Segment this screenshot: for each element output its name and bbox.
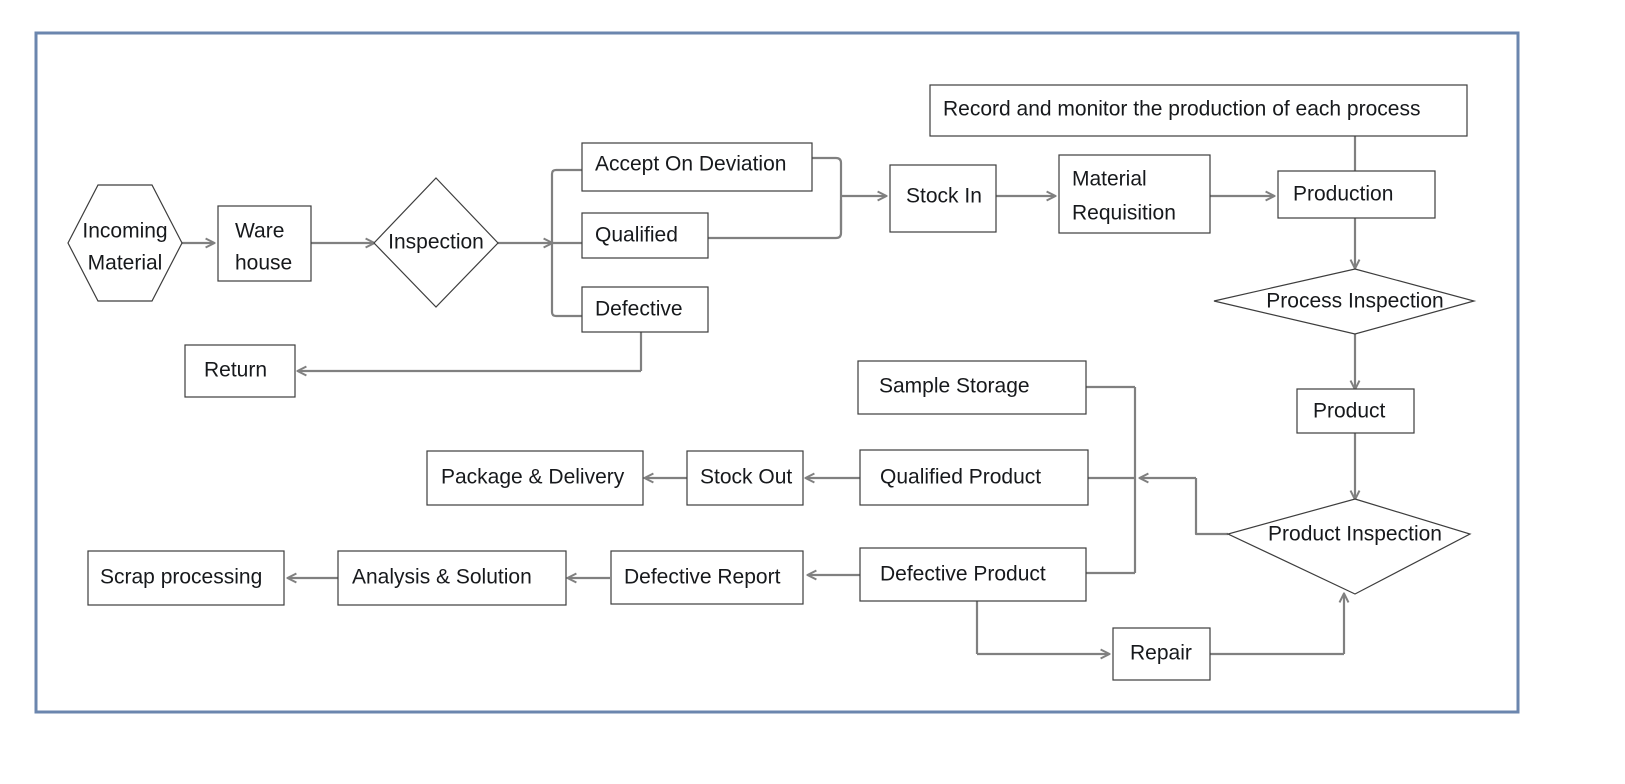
- diagram-frame: [34, 31, 1520, 714]
- node-analysis-solution[interactable]: Analysis & Solution: [337, 550, 567, 606]
- node-repair-label: Repair: [1130, 642, 1192, 665]
- node-defective-label: Defective: [595, 298, 683, 321]
- node-defective-report-label: Defective Report: [624, 566, 781, 589]
- node-material-requisition-label-line1: Material: [1072, 168, 1147, 191]
- node-ware-house[interactable]: Ware house: [217, 205, 312, 282]
- node-production[interactable]: Production: [1277, 170, 1436, 219]
- node-production-label: Production: [1293, 183, 1393, 206]
- node-accept-on-deviation-label: Accept On Deviation: [595, 153, 786, 176]
- node-analysis-solution-label: Analysis & Solution: [352, 566, 532, 589]
- edge-qualified-to-merge-bus: [708, 200, 843, 240]
- node-sample-storage-label: Sample Storage: [879, 375, 1030, 398]
- node-product[interactable]: Product: [1296, 388, 1415, 434]
- node-defective-product[interactable]: Defective Product: [859, 547, 1087, 602]
- node-scrap-processing[interactable]: Scrap processing: [87, 550, 285, 606]
- node-inspection-label: Inspection: [388, 231, 484, 254]
- node-qualified-label: Qualified: [595, 224, 678, 247]
- node-process-inspection-label: Process Inspection: [1266, 290, 1443, 313]
- node-package-delivery-label: Package & Delivery: [441, 466, 625, 489]
- node-return[interactable]: Return: [184, 344, 296, 398]
- node-stock-in[interactable]: Stock In: [889, 164, 997, 233]
- node-stock-out[interactable]: Stock Out: [686, 450, 804, 506]
- node-material-requisition[interactable]: Material Requisition: [1058, 154, 1211, 234]
- node-qualified[interactable]: Qualified: [581, 212, 709, 259]
- edge-product-inspection-to-bus: [1194, 478, 1228, 536]
- node-record-monitor-label: Record and monitor the production of eac…: [943, 98, 1420, 121]
- node-process-inspection[interactable]: Process Inspection: [1213, 268, 1477, 335]
- node-product-label: Product: [1313, 400, 1386, 423]
- node-inspection[interactable]: Inspection: [373, 177, 499, 308]
- node-qualified-product-label: Qualified Product: [880, 466, 1041, 489]
- node-package-delivery[interactable]: Package & Delivery: [426, 450, 644, 506]
- node-stock-in-label: Stock In: [906, 185, 982, 208]
- node-sample-storage[interactable]: Sample Storage: [857, 360, 1087, 415]
- node-return-label: Return: [204, 359, 267, 382]
- node-accept-on-deviation[interactable]: Accept On Deviation: [581, 142, 813, 192]
- node-ware-house-label-line2: house: [235, 252, 292, 275]
- edge-accept-to-merge-bus: [812, 156, 843, 230]
- node-stock-out-label: Stock Out: [700, 466, 792, 489]
- node-defective-report[interactable]: Defective Report: [610, 550, 804, 605]
- node-incoming-material-label-line1: Incoming: [82, 220, 167, 243]
- node-scrap-processing-label: Scrap processing: [100, 566, 262, 589]
- node-repair[interactable]: Repair: [1112, 627, 1211, 681]
- node-product-inspection[interactable]: Product Inspection: [1226, 498, 1472, 595]
- node-material-requisition-label-line2: Requisition: [1072, 202, 1176, 225]
- node-ware-house-label-line1: Ware: [235, 220, 284, 243]
- node-qualified-product[interactable]: Qualified Product: [859, 449, 1089, 506]
- node-record-monitor[interactable]: Record and monitor the production of eac…: [929, 84, 1468, 137]
- node-defective[interactable]: Defective: [581, 286, 709, 333]
- node-product-inspection-label: Product Inspection: [1268, 523, 1442, 546]
- node-incoming-material-label-line2: Material: [88, 252, 163, 275]
- node-defective-product-label: Defective Product: [880, 563, 1046, 586]
- node-incoming-material[interactable]: Incoming Material: [67, 184, 183, 302]
